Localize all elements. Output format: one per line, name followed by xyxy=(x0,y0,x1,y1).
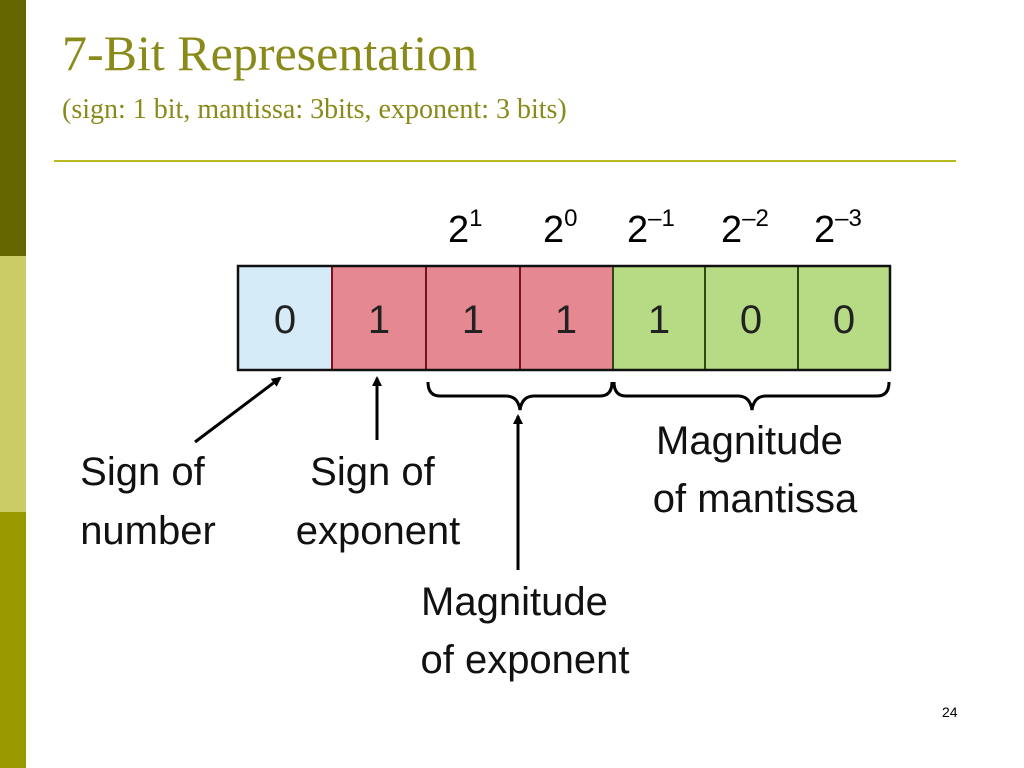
place-value-2-minus-1: 2–1 xyxy=(627,205,675,251)
sidebar-decoration xyxy=(0,0,26,768)
bit-value: 0 xyxy=(833,298,855,342)
place-value-2-minus-2: 2–2 xyxy=(721,205,769,251)
title-divider xyxy=(54,160,956,162)
magnitude-of-mantissa-label: Magnitude of mantissa xyxy=(653,419,858,521)
sidebar-band-mid xyxy=(0,512,26,768)
mantissa-magnitude-brace xyxy=(612,381,891,411)
sidebar-band-light xyxy=(0,256,26,512)
bit-cells xyxy=(236,264,892,372)
place-value-2-0: 20 xyxy=(543,205,578,251)
sign-of-number-arrow xyxy=(194,376,282,444)
bit-cell-sign xyxy=(237,265,333,371)
bit-value: 1 xyxy=(648,298,670,342)
slide-title: 7-Bit Representation xyxy=(62,25,478,81)
sign-of-number-label: Sign of number xyxy=(80,450,216,553)
exponent-magnitude-brace xyxy=(426,381,614,411)
bit-values: 0 1 1 1 1 0 0 xyxy=(274,298,855,342)
place-value-labels: 21 20 2–1 2–2 2–3 xyxy=(448,205,862,251)
bit-cell-exponent-0 xyxy=(519,265,614,371)
slide-subtitle: (sign: 1 bit, mantissa: 3bits, exponent:… xyxy=(62,94,567,125)
bit-value: 1 xyxy=(462,298,484,342)
bit-register-outline xyxy=(236,264,892,372)
bit-value: 1 xyxy=(555,298,577,342)
sign-of-exponent-label: Sign of exponent xyxy=(296,450,461,553)
place-value-2-minus-3: 2–3 xyxy=(814,205,862,251)
bit-value: 1 xyxy=(368,298,390,342)
bit-cell-exponent-1 xyxy=(425,265,521,371)
page-number: 24 xyxy=(942,704,958,720)
sidebar-band-dark xyxy=(0,0,26,256)
bit-value: 0 xyxy=(274,298,296,342)
magnitude-of-exponent-label: Magnitude of exponent xyxy=(420,580,629,682)
place-value-2-1: 21 xyxy=(448,205,483,251)
bit-value: 0 xyxy=(740,298,762,342)
